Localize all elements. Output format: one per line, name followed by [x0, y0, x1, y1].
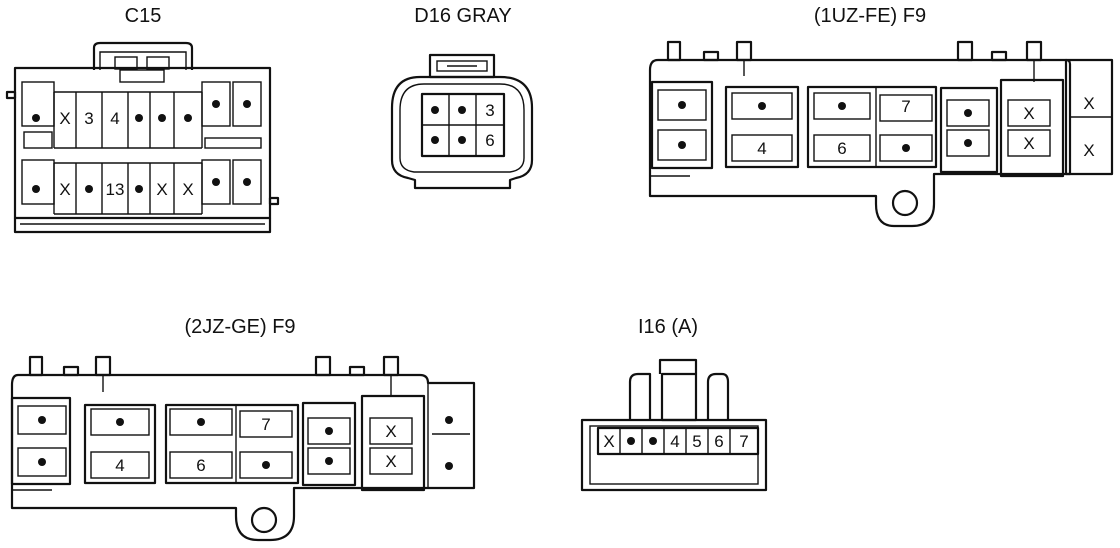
f9-2jz-pin-3-dot	[116, 418, 124, 426]
f9-2jz-pin-11-label: X	[385, 422, 396, 441]
c15-top-pin-7-dot	[184, 114, 192, 122]
f9-2jz-pin-6-label: 6	[196, 456, 205, 475]
c15-top-pin-1-dot	[32, 114, 40, 122]
d16-housing	[390, 75, 534, 190]
f9-1uz-pin-5-dot	[838, 102, 846, 110]
i16-body	[580, 418, 768, 492]
f9-1uz-pin-3-dot	[758, 102, 766, 110]
i16-pin-5-label: 5	[692, 432, 701, 451]
c15-top-pin-2-label: X	[59, 109, 70, 128]
c15-bottom-pin-1-dot	[32, 185, 40, 193]
f9-1uz-pin-2-dot	[678, 141, 686, 149]
f9-2jz-pin-5-dot	[197, 418, 205, 426]
f9-1uz-pin-9-dot	[964, 109, 972, 117]
c15-top-pin-5-dot	[135, 114, 143, 122]
c15-side-pin-4-dot	[243, 178, 251, 186]
f9-2jz-pin-2-dot	[38, 458, 46, 466]
f9-1uz-body	[648, 58, 1072, 228]
f9-1uz-pin-10-dot	[964, 139, 972, 147]
c15-side-pin-3-dot	[212, 178, 220, 186]
i16-latch	[658, 358, 698, 374]
c15-bottom-pin-4-label: 13	[106, 180, 125, 199]
f9-2jz-pin-4-label: 4	[115, 456, 124, 475]
d16-pin-6-label: 6	[485, 131, 494, 150]
c15-title: C15	[125, 5, 162, 27]
connector-d16: D16 GRAY 3 6	[390, 5, 534, 190]
f9-1uz-title: (1UZ-FE) F9	[814, 5, 926, 27]
i16-pin-2-dot	[627, 437, 635, 445]
f9-2jz-pin-1-dot	[38, 416, 46, 424]
i16-pin-3-dot	[649, 437, 657, 445]
i16-pin-1-label: X	[603, 432, 614, 451]
c15-body	[13, 66, 272, 220]
c15-side-pin-1-dot	[212, 100, 220, 108]
i16-pin-4-label: 4	[670, 432, 679, 451]
c15-bottom-pin-5-dot	[135, 185, 143, 193]
f9-1uz-pin-1-dot	[678, 101, 686, 109]
c15-bottom-pin-6-label: X	[156, 180, 167, 199]
i16-pin-6-label: 6	[714, 432, 723, 451]
f9-2jz-pin-12-label: X	[385, 452, 396, 471]
f9-1uz-pin-8-dot	[902, 144, 910, 152]
f9-2jz-body	[10, 373, 476, 542]
d16-pin-4-dot	[431, 136, 439, 144]
f9-1uz-pin-7-label: 7	[901, 97, 910, 116]
f9-1uz-pin-12-label: X	[1023, 134, 1034, 153]
d16-title: D16 GRAY	[414, 5, 511, 27]
d16-pin-3-label: 3	[485, 101, 494, 120]
f9-2jz-pin-14-dot	[445, 462, 453, 470]
d16-pin-5-dot	[458, 136, 466, 144]
c15-bottom-pin-2-label: X	[59, 180, 70, 199]
d16-pin-1-dot	[431, 106, 439, 114]
c15-top-pin-6-dot	[158, 114, 166, 122]
c15-side-pin-2-dot	[243, 100, 251, 108]
d16-pin-2-dot	[458, 106, 466, 114]
f9-2jz-pin-10-dot	[325, 457, 333, 465]
f9-2jz-pin-7-label: 7	[261, 415, 270, 434]
c15-top-pin-3-label: 3	[84, 109, 93, 128]
i16-pin-7-label: 7	[739, 432, 748, 451]
i16-title: I16 (A)	[638, 316, 698, 338]
f9-2jz-pin-13-dot	[445, 416, 453, 424]
f9-1uz-pin-14-label: X	[1083, 141, 1094, 160]
c15-top-pin-4-label: 4	[110, 109, 119, 128]
f9-2jz-pin-9-dot	[325, 427, 333, 435]
c15-bottom-pin-3-dot	[85, 185, 93, 193]
c15-latch	[92, 41, 194, 70]
f9-2jz-pin-8-dot	[262, 461, 270, 469]
c15-bottom-pin-7-label: X	[182, 180, 193, 199]
f9-1uz-pin-4-label: 4	[757, 139, 766, 158]
f9-1uz-pin-11-label: X	[1023, 104, 1034, 123]
f9-1uz-pin-6-label: 6	[837, 139, 846, 158]
f9-1uz-pin-13-label: X	[1083, 94, 1094, 113]
f9-2jz-title: (2JZ-GE) F9	[184, 316, 295, 338]
